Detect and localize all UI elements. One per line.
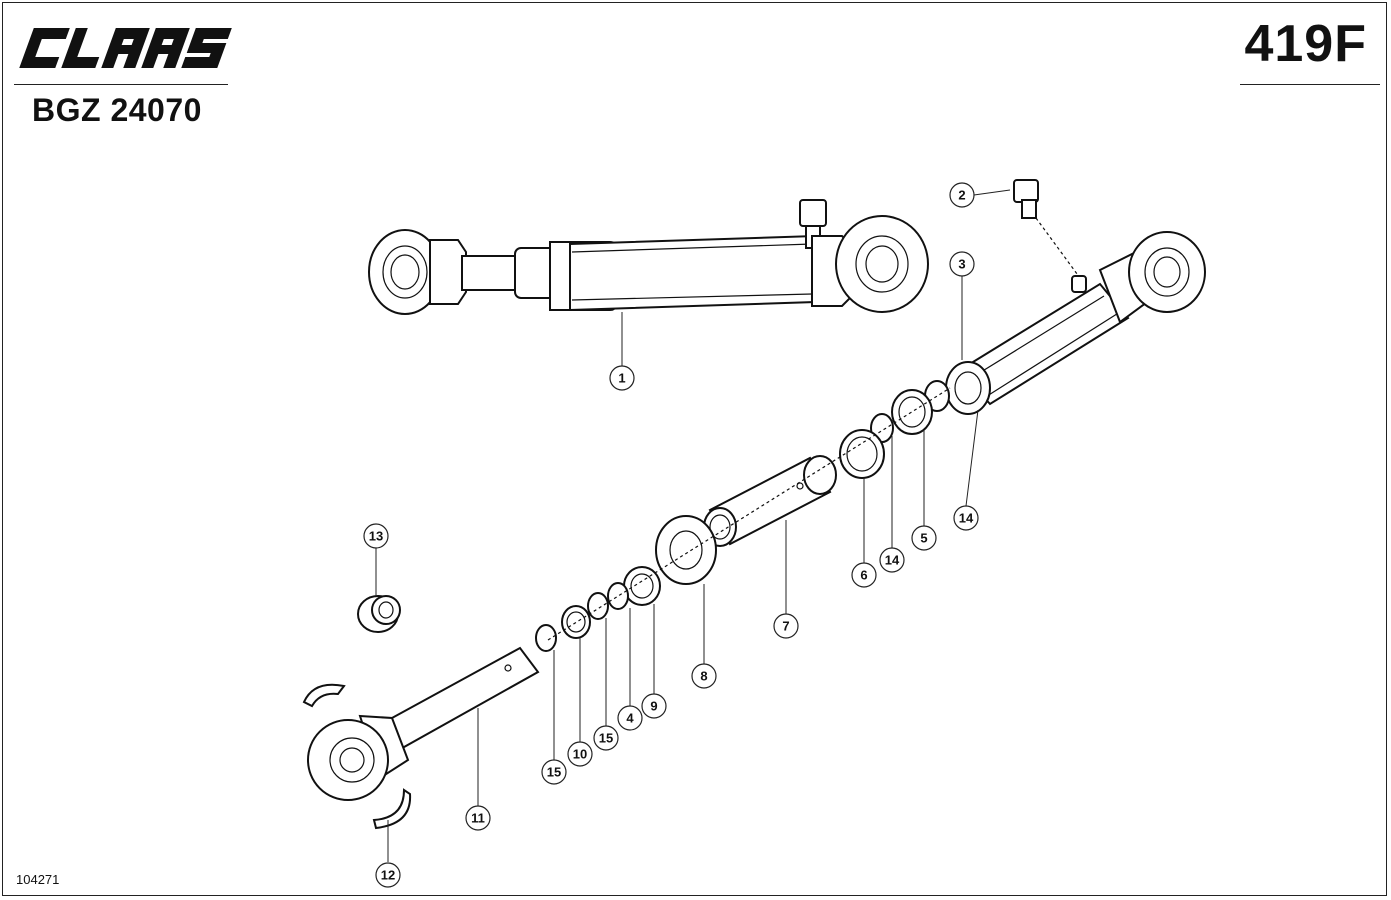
- piston-sleeve: [703, 455, 837, 547]
- svg-text:12: 12: [381, 868, 395, 883]
- header-rule: [14, 84, 228, 85]
- circlips: [302, 683, 412, 830]
- fitting-part: [1013, 179, 1081, 279]
- callout-9: 9: [641, 693, 667, 719]
- leader-lines: [375, 189, 1011, 862]
- svg-text:6: 6: [860, 568, 867, 583]
- svg-text:11: 11: [471, 811, 485, 826]
- callout-6: 6: [851, 562, 877, 588]
- svg-text:1: 1: [618, 371, 625, 386]
- callout-15-b: 15: [541, 759, 567, 785]
- callout-7: 7: [773, 613, 799, 639]
- svg-text:2: 2: [958, 188, 965, 203]
- piston-rod: [307, 646, 540, 801]
- piston: [655, 515, 717, 585]
- callout-10: 10: [567, 741, 593, 767]
- page-number: 419F: [1244, 15, 1367, 73]
- callout-2: 2: [949, 182, 975, 208]
- bushing: [357, 595, 401, 633]
- callout-4: 4: [617, 705, 643, 731]
- callout-13: 13: [363, 523, 389, 549]
- callout-11: 11: [465, 805, 491, 831]
- callout-3: 3: [949, 251, 975, 277]
- image-id: 104271: [16, 872, 60, 887]
- callout-5: 5: [911, 525, 937, 551]
- cylinder-barrel: [945, 231, 1206, 415]
- svg-text:10: 10: [573, 747, 587, 762]
- callout-14-lower: 14: [879, 547, 905, 573]
- svg-text:7: 7: [782, 619, 789, 634]
- claas-logo: [14, 22, 236, 74]
- svg-text:9: 9: [650, 699, 657, 714]
- callout-8: 8: [691, 663, 717, 689]
- svg-text:14: 14: [959, 511, 974, 526]
- svg-text:4: 4: [626, 711, 634, 726]
- assembly-axis: [547, 387, 951, 641]
- svg-text:13: 13: [369, 529, 383, 544]
- svg-text:15: 15: [599, 731, 613, 746]
- svg-text:8: 8: [700, 669, 707, 684]
- svg-text:14: 14: [885, 553, 900, 568]
- document-code: BGZ 24070: [32, 92, 202, 128]
- header-rule: [1240, 84, 1380, 85]
- assembled-cylinder: [368, 199, 929, 315]
- seal-rings: [535, 380, 950, 652]
- svg-text:15: 15: [547, 765, 561, 780]
- callout-14-upper: 14: [953, 505, 979, 531]
- callout-1: 1: [609, 365, 635, 391]
- callout-12: 12: [375, 862, 401, 888]
- svg-text:5: 5: [920, 531, 927, 546]
- callout-15-a: 15: [593, 725, 619, 751]
- svg-text:3: 3: [958, 257, 965, 272]
